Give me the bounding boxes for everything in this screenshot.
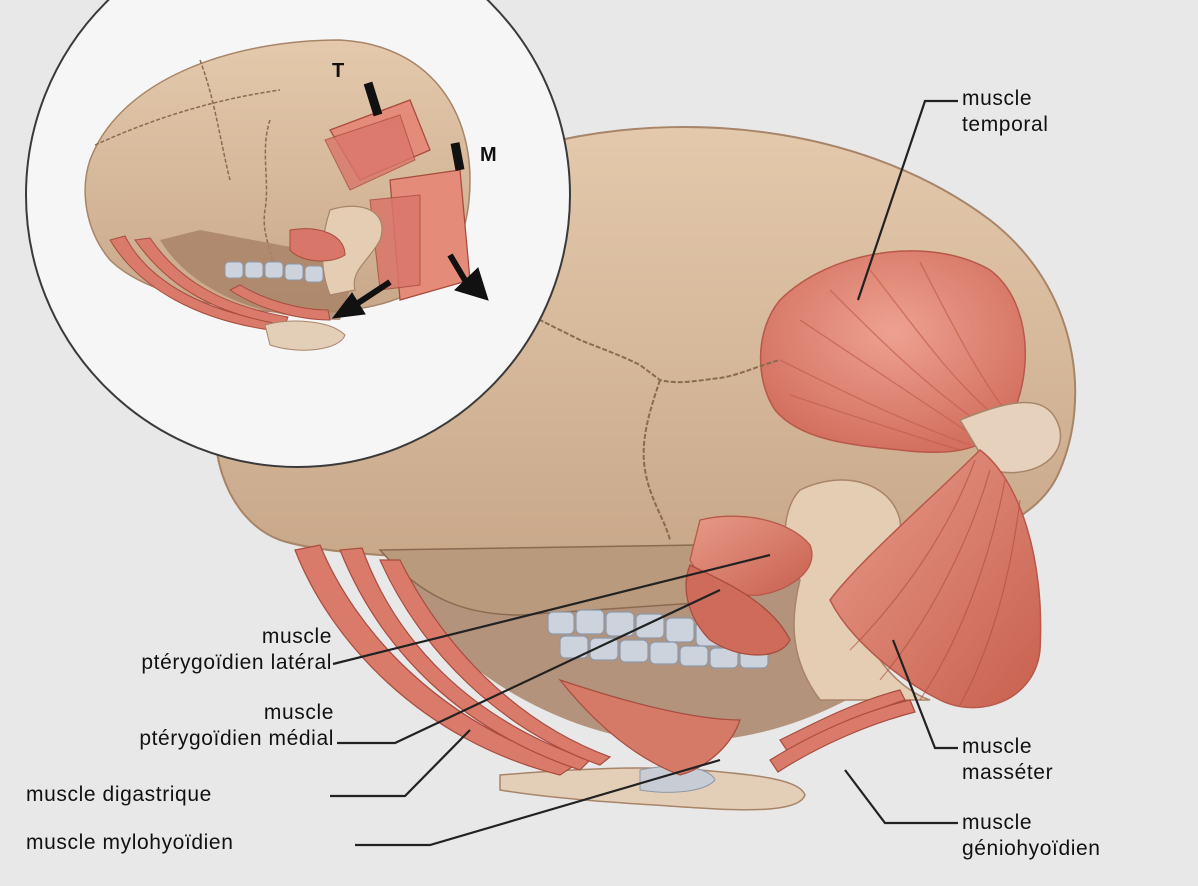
label-mylohyoidien: muscle mylohyoïdien bbox=[26, 830, 234, 856]
label-pterygoidien-medial-line2: ptérygoïdien médial bbox=[139, 726, 334, 752]
label-temporal: muscle temporal bbox=[962, 86, 1049, 138]
label-pterygoidien-medial: muscle ptérygoïdien médial bbox=[139, 700, 334, 752]
label-geniohyoidien-line1: muscle bbox=[962, 810, 1101, 836]
label-geniohyoidien: muscle géniohyoïdien bbox=[962, 810, 1101, 862]
label-digastrique: muscle digastrique bbox=[26, 782, 212, 808]
label-pterygoidien-medial-line1: muscle bbox=[139, 700, 334, 726]
label-temporal-line2: temporal bbox=[962, 112, 1049, 138]
label-pterygoidien-lateral: muscle ptérygoïdien latéral bbox=[141, 624, 332, 676]
label-pterygoidien-lateral-line2: ptérygoïdien latéral bbox=[141, 650, 332, 676]
marker-t: T bbox=[332, 60, 344, 83]
marker-m: M bbox=[480, 144, 497, 167]
label-masseter-line2: masséter bbox=[962, 760, 1053, 786]
label-masseter: muscle masséter bbox=[962, 734, 1053, 786]
leader-geniohyoidien bbox=[845, 770, 958, 823]
label-geniohyoidien-line2: géniohyoïdien bbox=[962, 836, 1101, 862]
label-temporal-line1: muscle bbox=[962, 86, 1049, 112]
label-masseter-line1: muscle bbox=[962, 734, 1053, 760]
label-pterygoidien-lateral-line1: muscle bbox=[141, 624, 332, 650]
